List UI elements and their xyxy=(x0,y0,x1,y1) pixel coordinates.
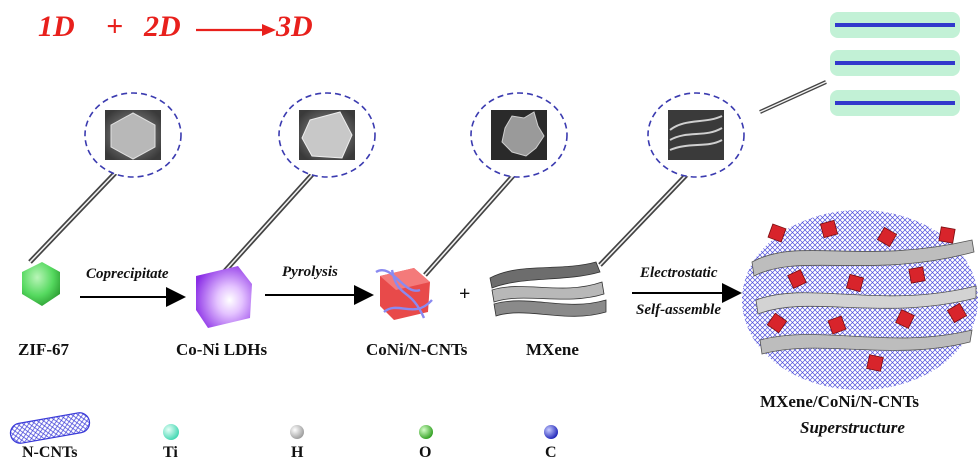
step-pyrolysis: Pyrolysis xyxy=(282,264,338,281)
molecular-layers xyxy=(830,12,960,116)
cube-6 xyxy=(846,274,863,291)
plus-sign: + xyxy=(459,283,470,306)
legend-label-o: O xyxy=(419,444,431,462)
legend-label-h: H xyxy=(291,444,303,462)
ldh-cube-icon xyxy=(196,266,252,328)
label-zif67: ZIF-67 xyxy=(18,340,69,360)
white-sphere-icon xyxy=(290,425,304,439)
coni-cube-icon xyxy=(376,268,432,320)
legend-icons xyxy=(9,411,558,445)
legend-label-ti: Ti xyxy=(163,444,178,462)
cube-7 xyxy=(909,267,925,283)
label-coni-ncnts: CoNi/N-CNTs xyxy=(366,340,467,360)
step-electrostatic: Electrostatic xyxy=(640,265,718,282)
green-sphere-icon xyxy=(419,425,433,439)
zif67-particle-icon xyxy=(22,262,60,306)
superstructure-icon xyxy=(742,210,978,390)
nanotube-icon xyxy=(9,411,91,445)
legend-label-c: C xyxy=(545,444,557,462)
needle-zif-highlight xyxy=(30,168,120,262)
teal-sphere-icon xyxy=(163,424,179,440)
sem-zif67 xyxy=(85,93,181,177)
mxene-sheets-icon xyxy=(490,262,606,316)
label-co-ni-ldhs: Co-Ni LDHs xyxy=(176,340,267,360)
sem-ldh xyxy=(279,93,375,177)
mxene-sheet-2 xyxy=(492,282,604,302)
step-coprecipitate: Coprecipitate xyxy=(86,266,169,283)
label-superstructure: Superstructure xyxy=(800,418,905,438)
headline-arrow-icon xyxy=(262,24,276,36)
label-product: MXene/CoNi/N-CNTs xyxy=(760,392,919,412)
legend-label-ncnts: N-CNTs xyxy=(22,444,77,462)
label-mxene: MXene xyxy=(526,340,579,360)
nanotube-body xyxy=(9,411,91,445)
needle-molecule-highlight xyxy=(760,82,826,112)
step-self-assemble: Self-assemble xyxy=(636,302,721,319)
blue-sphere-icon xyxy=(544,425,558,439)
cube-2 xyxy=(820,220,837,237)
cube-12 xyxy=(867,355,884,372)
mxene-sheet-1 xyxy=(490,262,600,288)
ldh-cube-body xyxy=(196,266,252,328)
cube-4 xyxy=(939,227,955,243)
mxene-sheet-3 xyxy=(494,300,606,316)
sem-mxene xyxy=(648,93,744,177)
needle-coni-highlight xyxy=(425,168,520,275)
sem-coni xyxy=(471,93,567,177)
needle-mxene-highlight xyxy=(600,168,693,265)
